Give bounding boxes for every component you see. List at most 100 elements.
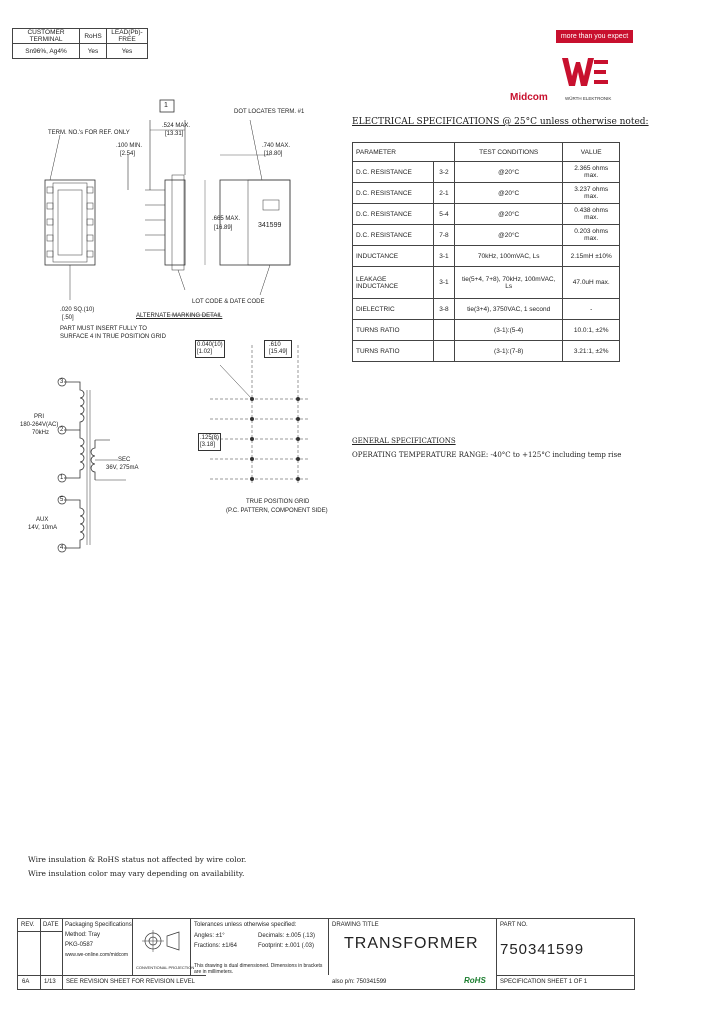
dual-dim-note: This drawing is dual dimensioned. Dimens… — [194, 963, 323, 975]
part-marking: 341599 — [258, 222, 282, 229]
elec-param: DIELECTRIC — [352, 298, 434, 320]
elec-cond: @20°C — [453, 161, 564, 183]
grid-dim-610: .610 [15.49] — [264, 340, 293, 358]
dim-665: .665 MAX. — [212, 216, 241, 222]
brand-wurth: WÜRTH ELEKTRONIK — [565, 96, 612, 101]
sheet-info: SPECIFICATION SHEET 1 OF 1 — [500, 979, 588, 985]
dim-254: [2.54] — [120, 151, 136, 157]
elec-value: - — [562, 298, 620, 320]
finish-header-rohs: RoHS — [79, 28, 107, 44]
tol-title: Tolerances unless otherwise specified: — [194, 922, 297, 928]
sec-label: SEC — [118, 457, 131, 463]
elec-pins: 5-4 — [432, 203, 455, 225]
wire-note-1: Wire insulation & RoHS status not affect… — [28, 855, 247, 864]
part-no-header: PART NO. — [500, 922, 528, 928]
mechanical-drawing — [44, 99, 291, 316]
general-line: OPERATING TEMPERATURE RANGE: -40°C to +1… — [352, 451, 622, 459]
elec-header-conditions: TEST CONDITIONS — [453, 142, 564, 162]
elec-param: D.C. RESISTANCE — [352, 224, 434, 246]
dim-524: .524 MAX. — [162, 123, 191, 129]
elec-cond: (3-1):(7-8) — [453, 340, 564, 362]
schematic-pin-2: 2 — [60, 427, 64, 433]
brand-tagline: more than you expect — [560, 33, 629, 40]
elec-row: TURNS RATIO(3-1):(5-4)10.0:1, ±2% — [352, 319, 620, 341]
revision-note: SEE REVISION SHEET FOR REVISION LEVEL — [66, 979, 195, 985]
drawing-title: TRANSFORMER — [344, 935, 479, 952]
rev-value: 6A — [22, 979, 30, 985]
elec-value: 0.438 ohms max. — [562, 203, 620, 225]
part-number: 750341599 — [500, 941, 585, 958]
elec-cond: tie(5+4, 7+8), 70kHz, 100mVAC, Ls — [453, 266, 564, 299]
true-position-grid — [210, 345, 310, 483]
tol-decimals: Decimals: ±.005 (.13) — [258, 933, 315, 939]
packaging-method: Method: Tray — [65, 932, 101, 938]
wire-note-2: Wire insulation color may vary depending… — [28, 869, 245, 878]
dim-740: .740 MAX. — [262, 143, 291, 149]
sec-spec: 36V, 275mA — [106, 465, 139, 471]
aux-spec: 14V, 10mA — [28, 525, 58, 531]
projection-icon — [142, 930, 180, 952]
elec-cond: 70kHz, 100mVAC, Ls — [453, 245, 564, 267]
finish-table: CUSTOMER TERMINAL RoHS LEAD(Pb)-FREE Sn9… — [12, 28, 148, 59]
rohs-badge: RoHS — [464, 976, 486, 985]
dim-100: .100 MIN. — [116, 143, 143, 149]
elec-pins: 7-8 — [432, 224, 455, 246]
grid-dim-102: [1.02] — [197, 349, 213, 355]
term-note: TERM. NO.'s FOR REF. ONLY — [48, 130, 130, 136]
schematic-pin-4: 4 — [60, 545, 64, 551]
general-title: GENERAL SPECIFICATIONS — [352, 437, 456, 445]
aux-label: AUX — [36, 517, 49, 523]
elec-header-parameter: PARAMETER — [352, 142, 455, 162]
elec-header-value: VALUE — [562, 142, 620, 162]
finish-terminal-value: Sn96%, Ag4% — [12, 43, 80, 59]
elec-param: D.C. RESISTANCE — [352, 182, 434, 204]
elec-pins: 3-2 — [432, 161, 455, 183]
elec-value: 0.203 ohms max. — [562, 224, 620, 246]
elec-row: TURNS RATIO(3-1):(7-8)3.21:1, ±2% — [352, 340, 620, 362]
company-url[interactable]: www.we-online.com/midcom — [65, 952, 129, 958]
grid-dim-040-in: 0.040(10) — [197, 342, 223, 348]
electrical-table: PARAMETER TEST CONDITIONS VALUE D.C. RES… — [352, 142, 620, 362]
pri-label: PRI — [34, 414, 45, 420]
schematic — [57, 377, 126, 553]
elec-pins — [432, 319, 455, 341]
grid-dim-1549: [15.49] — [269, 349, 288, 355]
finish-header-leadfree: LEAD(Pb)-FREE — [106, 28, 148, 44]
packaging-pkg: PKG-0587 — [65, 942, 94, 948]
lot-note: LOT CODE & DATE CODE — [192, 299, 265, 305]
schematic-pin-1: 1 — [60, 475, 64, 481]
date-value: 1/13 — [44, 979, 56, 985]
elec-cond: @20°C — [453, 203, 564, 225]
also-part-number: also p/n: 750341599 — [332, 979, 387, 985]
elec-value: 2.15mH ±10% — [562, 245, 620, 267]
insert-note-2: SURFACE 4 IN TRUE POSITION GRID — [60, 334, 166, 340]
electrical-title: ELECTRICAL SPECIFICATIONS @ 25°C unless … — [352, 117, 649, 127]
insert-note-1: PART MUST INSERT FULLY TO — [60, 326, 147, 332]
elec-pins: 3-8 — [432, 298, 455, 320]
alt-marking-note: ALTERNATE MARKING DETAIL — [136, 313, 223, 319]
finish-header-terminal: CUSTOMER TERMINAL — [12, 28, 80, 44]
date-header: DATE — [43, 922, 59, 928]
elec-value: 3.237 ohms max. — [562, 182, 620, 204]
finish-rohs-value: Yes — [79, 43, 107, 59]
finish-leadfree-value: Yes — [106, 43, 148, 59]
grid-dim-318: [3.18] — [200, 442, 216, 448]
elec-pins: 2-1 — [432, 182, 455, 204]
grid-caption-1: TRUE POSITION GRID — [246, 499, 310, 505]
packaging-spec: Packaging Specifications — [65, 922, 132, 928]
schematic-pin-3: 3 — [60, 379, 64, 385]
grid-dim-125: .125(8) [3.18] — [198, 433, 222, 451]
elec-value: 2.365 ohms max. — [562, 161, 620, 183]
tol-angles: Angles: ±1° — [194, 933, 225, 939]
grid-dim-125-in: .125(8) — [200, 435, 220, 441]
schematic-pin-5: 5 — [60, 497, 64, 503]
elec-value: 3.21:1, ±2% — [562, 340, 620, 362]
pri-hz: 70kHz — [32, 430, 50, 436]
elec-param: INDUCTANCE — [352, 245, 434, 267]
brand-tagline-band: more than you expect — [556, 30, 633, 43]
